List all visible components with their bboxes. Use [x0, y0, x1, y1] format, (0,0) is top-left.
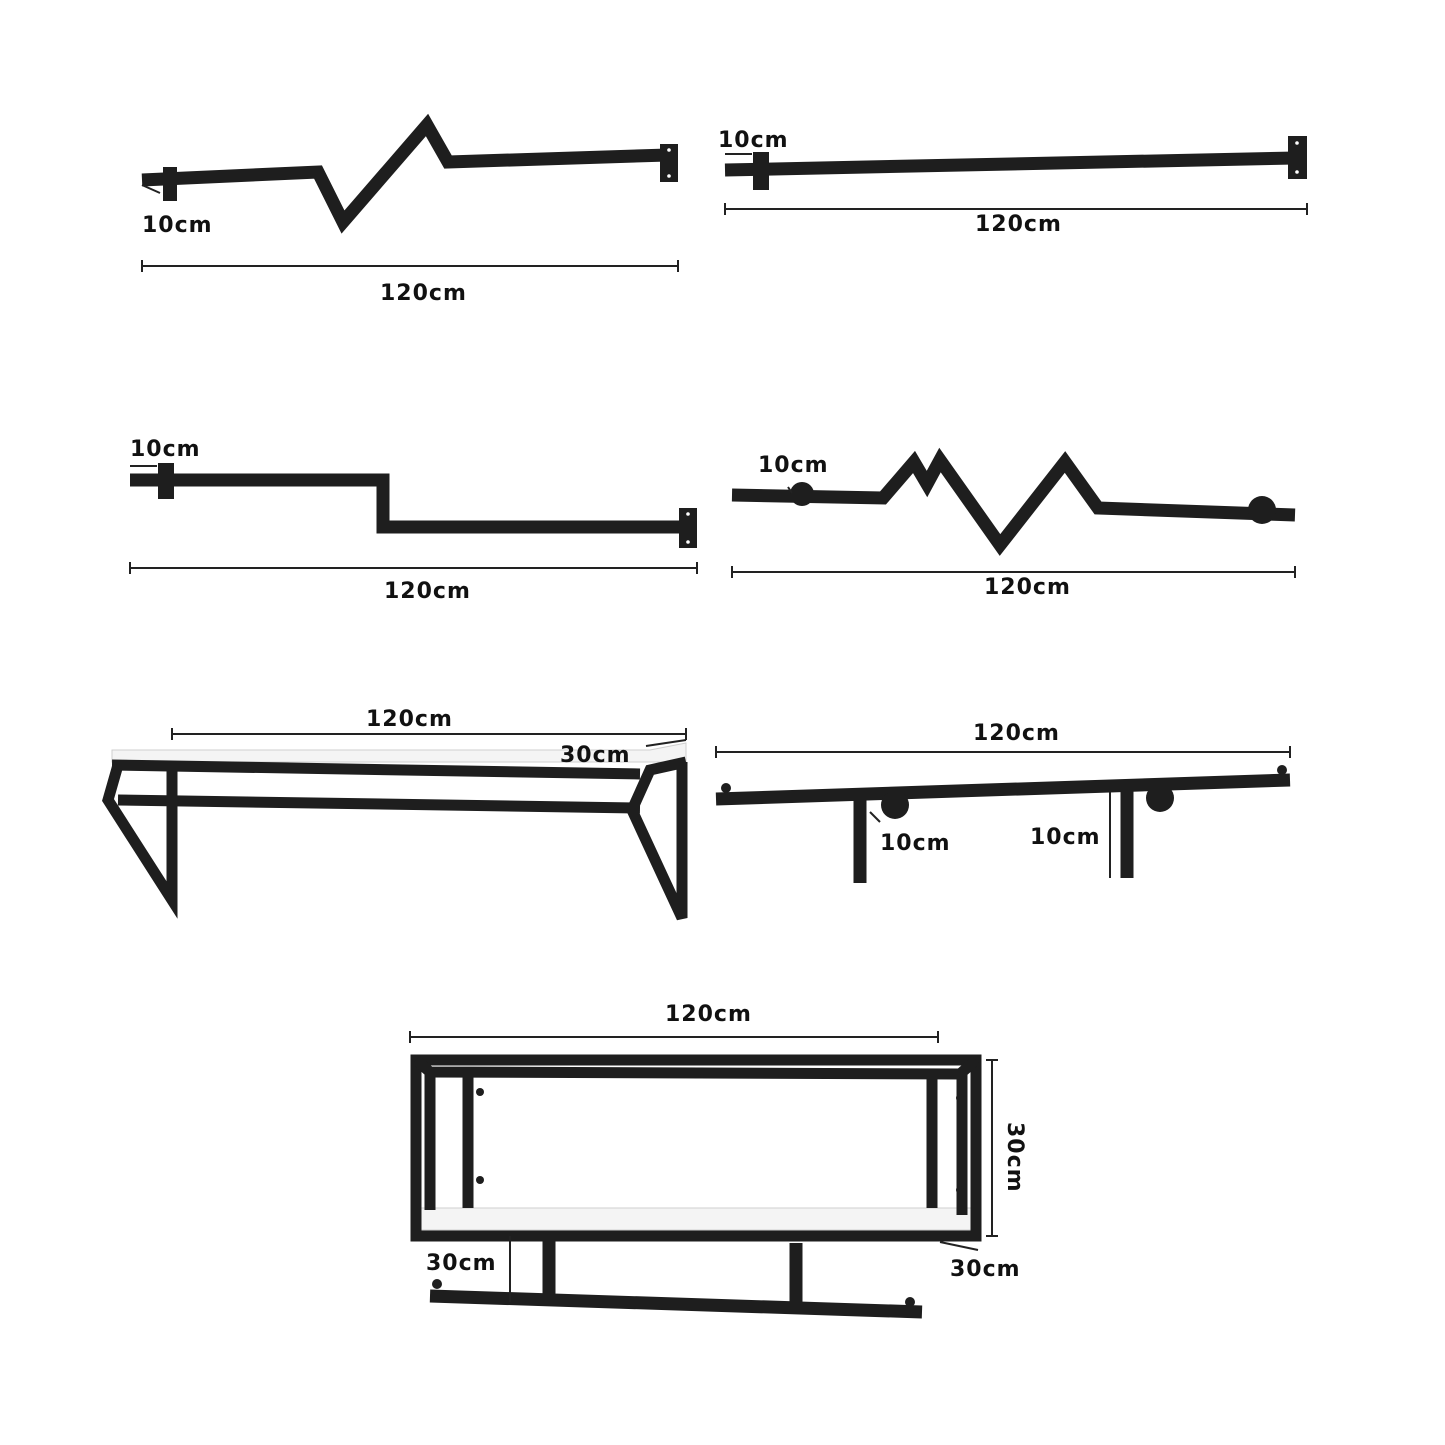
left-post-dimension-line: [869, 811, 881, 823]
right-post-flange: [1146, 784, 1174, 812]
shelf-frame-right-leg: [625, 756, 688, 921]
left-post-flange: [881, 791, 909, 819]
depth-label: 10cm: [130, 437, 201, 462]
zigzag-rail-rod: [141, 113, 669, 234]
shelf-frame-lower-bar: [117, 794, 641, 814]
width-label: 120cm: [984, 575, 1071, 600]
depth-label: 10cm: [758, 453, 829, 478]
double-zigzag-rail-rod: [731, 447, 1296, 556]
depth-dimension-line: [645, 739, 687, 747]
straight-rail-rod: [724, 151, 1296, 177]
bar-with-posts-diagram: 120cm 10cm 10cm: [715, 721, 1291, 883]
width-label: 120cm: [973, 721, 1060, 746]
depth-label: 10cm: [718, 128, 789, 153]
wall-flange-left: [790, 482, 814, 506]
depth-label: 30cm: [950, 1257, 1021, 1282]
hanging-bar: [715, 773, 1291, 806]
wall-plate-left: [753, 152, 769, 190]
height-label: 30cm: [1002, 1122, 1027, 1193]
box-shelf-board: [419, 1207, 977, 1231]
wall-plate-left: [158, 463, 174, 499]
width-label: 120cm: [384, 579, 471, 604]
rail-end-cap-right: [905, 1297, 915, 1307]
depth-dimension-line: [141, 184, 161, 194]
box-shelf-with-rail-diagram: 120cm 30cm 30cm 30cm: [409, 1002, 1027, 1319]
width-label: 120cm: [366, 707, 453, 732]
depth-dimension-line: [787, 486, 793, 494]
double-zigzag-rail-diagram: 10cm 120cm: [731, 447, 1296, 600]
wall-flange-right: [1248, 496, 1276, 524]
rail-drop-label: 30cm: [426, 1251, 497, 1276]
zigzag-rail-diagram: 10cm 120cm: [141, 113, 679, 306]
wall-plate-right: [660, 144, 678, 182]
box-frame-top-back: [412, 1055, 980, 1080]
shelf-frame-front-bar: [111, 759, 641, 780]
depth-label: 10cm: [142, 213, 213, 238]
bar-end-cap-left: [721, 783, 731, 793]
depth-label: 30cm: [560, 743, 631, 768]
width-label: 120cm: [665, 1002, 752, 1027]
wall-plate-right: [1288, 136, 1307, 179]
wall-plate-left: [163, 167, 177, 201]
lower-rail: [429, 1289, 923, 1319]
box-frame-front: [410, 1054, 982, 1242]
step-rail-rod: [130, 473, 688, 534]
shelf-with-rail-diagram: 120cm 30cm: [102, 707, 688, 921]
width-label: 120cm: [380, 281, 467, 306]
left-post-label: 10cm: [880, 831, 951, 856]
straight-rail-diagram: 10cm 120cm: [718, 128, 1308, 237]
right-post-label: 10cm: [1030, 825, 1101, 850]
width-label: 120cm: [975, 212, 1062, 237]
step-rail-diagram: 10cm 120cm: [129, 437, 698, 604]
shelf-board: [111, 742, 687, 763]
shelf-frame-left-leg: [102, 763, 178, 919]
depth-dimension-line: [939, 1241, 979, 1251]
wall-plate-right: [679, 508, 697, 548]
rail-end-cap-left: [432, 1279, 442, 1289]
bar-end-cap-right: [1277, 765, 1287, 775]
